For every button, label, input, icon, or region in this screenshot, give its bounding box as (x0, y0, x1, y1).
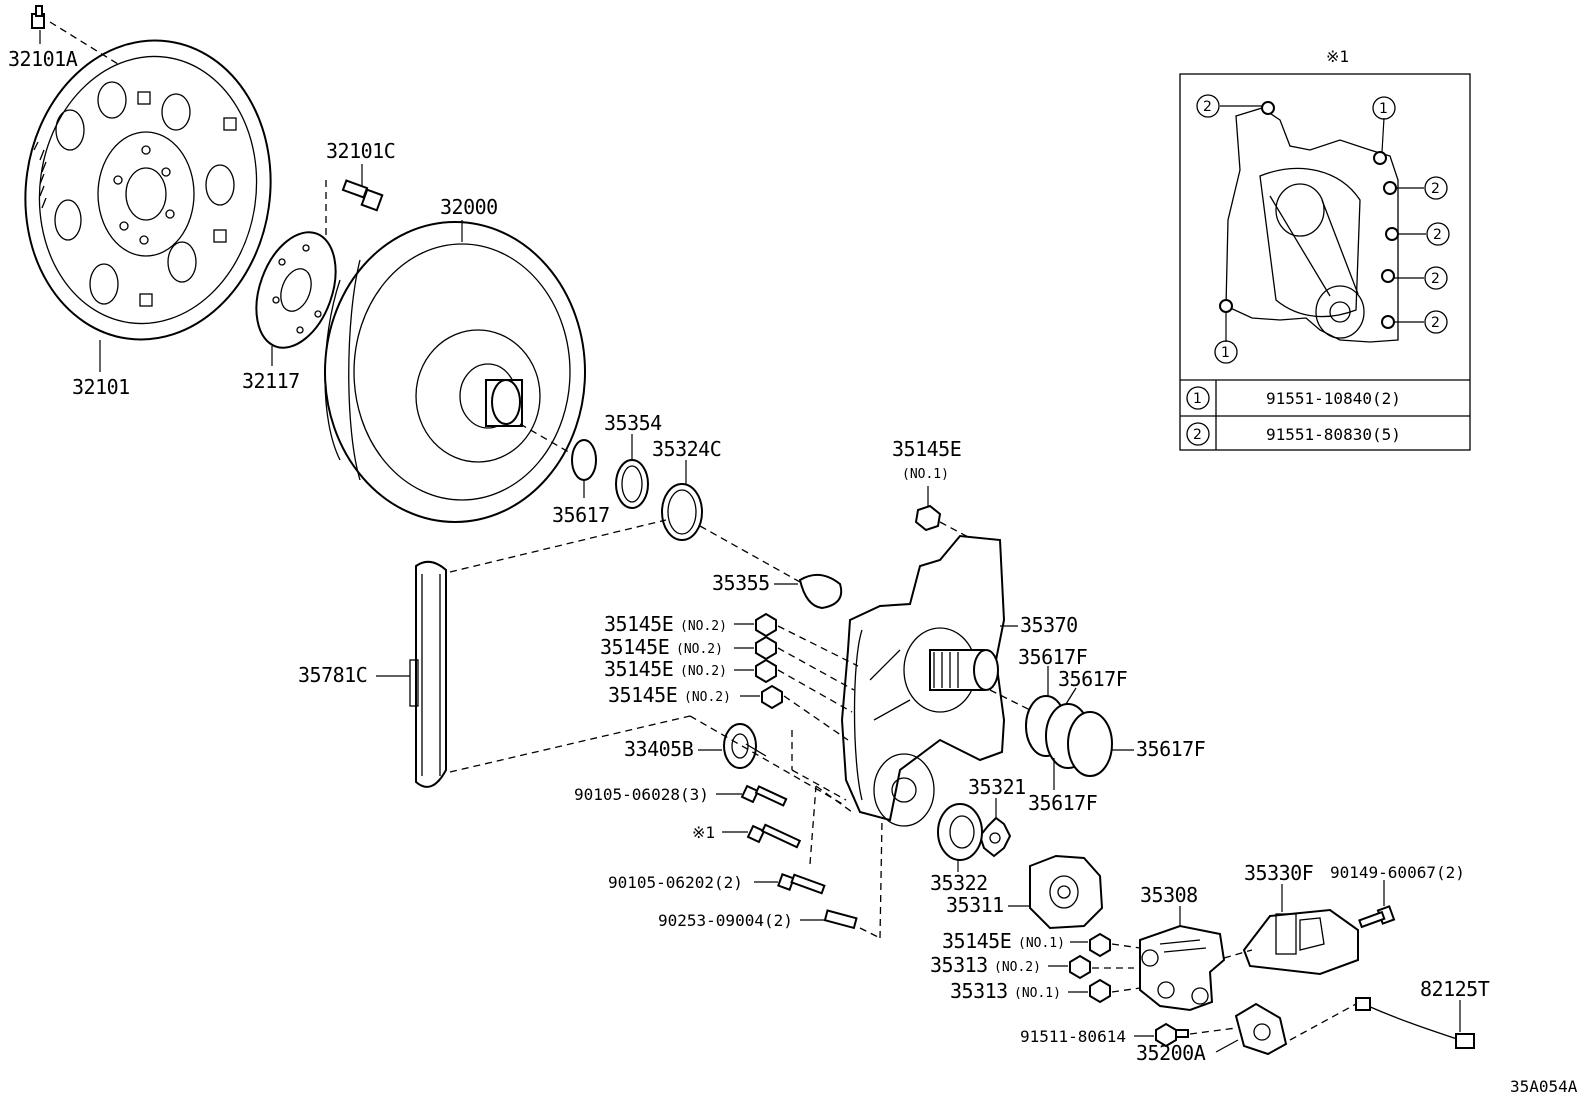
callout-35370: 35370 (1020, 613, 1078, 637)
callout-91511-80614: 91511-80614 (1020, 1027, 1126, 1046)
plate-32117[interactable] (242, 221, 351, 358)
callout-32000: 32000 (440, 195, 498, 219)
callout-35781c: 35781C (298, 663, 367, 687)
inset-pump-body (1225, 107, 1399, 343)
inset-panel: ※1 2 1 (1179, 47, 1471, 451)
callout-35145e-c: 35145E (604, 657, 673, 681)
callout-90105-06028: 90105-06028(3) (574, 785, 709, 804)
valve-body-35308[interactable] (1139, 924, 1226, 1012)
drive-plate-32101[interactable] (6, 24, 289, 355)
note-no1-b: (NO.1) (1014, 986, 1061, 1001)
bolt-90149-60067[interactable] (1358, 905, 1396, 929)
chain-35781c[interactable] (409, 560, 447, 788)
torque-converter-32000[interactable] (324, 221, 586, 523)
inset-marker-1-b: 1 (1221, 345, 1230, 361)
callout-35145e-a: 35145E (604, 612, 673, 636)
callout-35330f: 35330F (1244, 861, 1313, 885)
oil-pump-body-35370[interactable] (840, 534, 1006, 827)
note-no2-d: (NO.2) (684, 690, 731, 705)
nuts-35145e-no2[interactable] (755, 612, 783, 710)
bolt-90105-06202[interactable] (777, 873, 826, 895)
callout-35617f-a: 35617F (1018, 645, 1087, 669)
note-no2-b: (NO.2) (676, 642, 723, 657)
bolt-90105-06028[interactable] (740, 784, 788, 807)
callout-35313-a: 35313 (930, 953, 988, 977)
callout-32101a: 32101A (8, 47, 78, 71)
inset-marker-2-b: 2 (1431, 181, 1440, 197)
callout-35617f-b: 35617F (1058, 667, 1127, 691)
wire-harness-82125t[interactable] (1355, 997, 1475, 1049)
callout-35617: 35617 (552, 503, 610, 527)
inner-gear-35321[interactable] (978, 816, 1012, 858)
callout-32101: 32101 (72, 375, 130, 399)
inset-frame (1179, 73, 1471, 451)
callout-35311: 35311 (946, 893, 1004, 917)
callout-35145e-e: 35145E (942, 929, 1011, 953)
bolt-91511-80614[interactable] (1155, 1022, 1189, 1048)
callout-35322: 35322 (930, 871, 988, 895)
inset-marker-2-a: 2 (1203, 99, 1212, 115)
callout-35145e-top: 35145E (892, 437, 961, 461)
legend-part-1: 91551-10840(2) (1266, 389, 1401, 408)
legend-part-2: 91551-80830(5) (1266, 425, 1401, 444)
note-no2-a: (NO.2) (680, 619, 727, 634)
oring-35617[interactable] (571, 439, 597, 481)
nut-35313-no1[interactable] (1089, 978, 1111, 1004)
bolt-ref-1[interactable] (746, 823, 802, 849)
note-no1-a: (NO.1) (1018, 936, 1065, 951)
inset-marker-2-c: 2 (1433, 227, 1442, 243)
outer-gear-35322[interactable] (937, 803, 983, 861)
callout-35145e-d: 35145E (608, 683, 677, 707)
callout-35617f-c: 35617F (1136, 737, 1205, 761)
note-no2-e: (NO.2) (994, 960, 1041, 975)
gear-ring-35324c[interactable] (661, 483, 703, 541)
callout-32101c: 32101C (326, 139, 395, 163)
callout-35145e-top-note: (NO.1) (902, 467, 949, 482)
callout-35321: 35321 (968, 775, 1026, 799)
callout-35617f-d: 35617F (1028, 791, 1097, 815)
callout-90149-60067: 90149-60067(2) (1330, 863, 1465, 882)
clip-35355[interactable] (798, 573, 843, 610)
callout-35355: 35355 (712, 571, 770, 595)
inset-marker-2-d: 2 (1431, 271, 1440, 287)
bolt-32101a[interactable] (31, 5, 45, 29)
inset-marker-2-e: 2 (1431, 315, 1440, 331)
sprocket-33405b[interactable] (723, 723, 767, 769)
callout-32117: 32117 (242, 369, 300, 393)
strainer-35330f[interactable] (1242, 908, 1359, 976)
callout-82125t: 82125T (1420, 977, 1490, 1001)
callout-90105-06202: 90105-06202(2) (608, 873, 743, 892)
figure-code: 35A054A (1510, 1077, 1578, 1096)
solenoid-35200a[interactable] (1234, 1002, 1288, 1056)
nut-35145e-no1[interactable] (1089, 932, 1111, 958)
inset-title: ※1 (1326, 47, 1349, 66)
seal-rings-35617f[interactable] (1025, 695, 1113, 777)
callout-33405b: 33405B (624, 737, 694, 761)
note-no2-c: (NO.2) (680, 664, 727, 679)
callout-35324c: 35324C (652, 437, 721, 461)
callout-35308: 35308 (1140, 883, 1198, 907)
legend-key-2: 2 (1193, 427, 1202, 443)
pin-90253-09004[interactable] (823, 909, 858, 930)
nut-35313-no2[interactable] (1069, 954, 1091, 980)
callout-35145e-b: 35145E (600, 635, 669, 659)
inset-marker-1-a: 1 (1379, 101, 1388, 117)
callout-ref-1: ※1 (692, 823, 715, 842)
callout-35354: 35354 (604, 411, 662, 435)
pump-cover-35311[interactable] (1029, 854, 1104, 930)
snap-ring-35354[interactable] (615, 459, 649, 509)
callout-35313-b: 35313 (950, 979, 1008, 1003)
legend-key-1: 1 (1193, 391, 1202, 407)
nut-35145e-no1-top[interactable] (914, 504, 942, 532)
bolt-32101c[interactable] (341, 179, 384, 212)
callout-90253-09004: 90253-09004(2) (658, 911, 793, 930)
callout-35200a: 35200A (1136, 1041, 1206, 1065)
